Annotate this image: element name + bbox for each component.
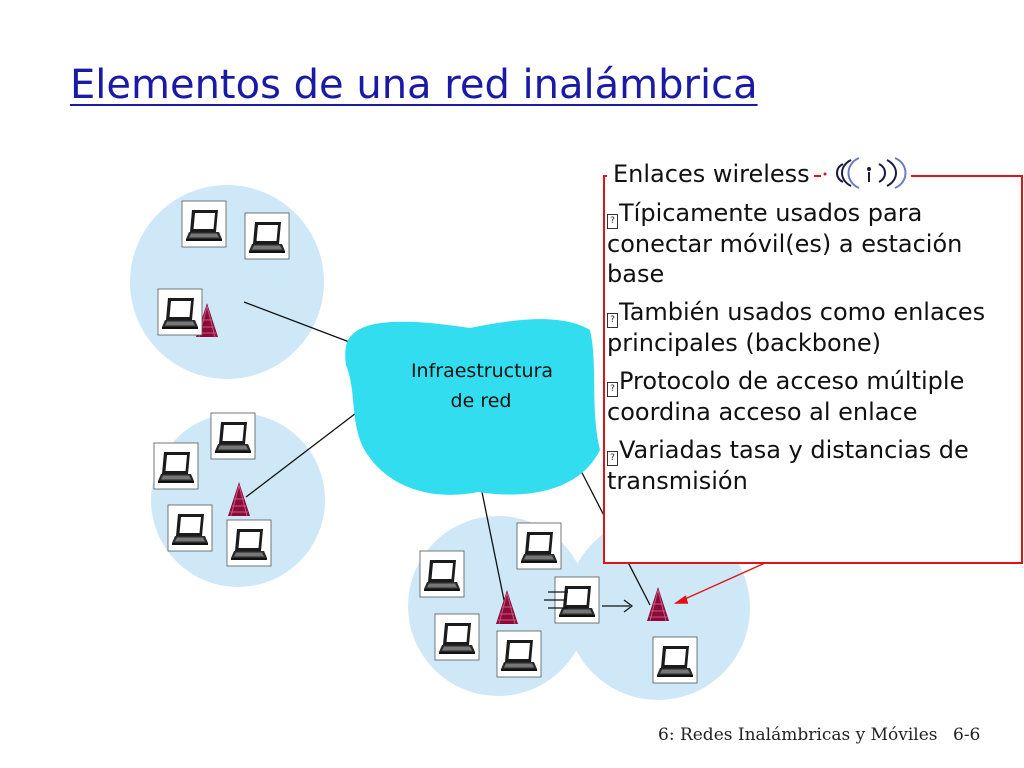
footer-chapter-label: 6: Redes Inalámbricas y Móviles <box>658 725 938 745</box>
wired-link-1 <box>243 301 353 344</box>
bullet-glyph: ? <box>607 451 618 466</box>
laptop-icon <box>244 212 290 260</box>
laptop-icon <box>434 613 480 661</box>
bullet-glyph: ? <box>607 313 618 328</box>
bullet-text: También usados como enlaces principales … <box>607 298 986 357</box>
slide-title: Elementos de una red inalámbrica <box>70 62 758 108</box>
cloud-label-line1: Infraestructura <box>411 360 553 382</box>
wired-link-3 <box>481 491 506 606</box>
callout-bullet: ?También usados como enlaces principales… <box>607 297 1019 358</box>
laptop-icon <box>181 200 227 248</box>
laptop-icon <box>153 442 199 490</box>
bullet-text: Típicamente usados para conectar móvil(e… <box>607 199 963 288</box>
callout-pointer-arrow <box>673 562 766 604</box>
motion-arrow <box>544 591 633 613</box>
bullet-glyph: ? <box>607 214 618 229</box>
callout-text: Enlaces wireless ?Típicamente usados par… <box>607 156 1019 496</box>
bullet-glyph: ? <box>607 382 618 397</box>
network-infrastructure-cloud <box>345 319 600 495</box>
cloud-label-line2: de red <box>451 390 512 412</box>
laptop-icon <box>652 636 698 684</box>
callout-heading: Enlaces wireless <box>607 159 814 189</box>
callout-box <box>603 175 1023 564</box>
footer-page-number: 6-6 <box>953 725 981 745</box>
wireless-cell-1 <box>130 185 324 379</box>
laptop-icon <box>496 630 542 678</box>
callout-bullet: ?Variadas tasa y distancias de transmisi… <box>607 435 1019 496</box>
laptop-icon <box>167 504 213 552</box>
bullet-text: Variadas tasa y distancias de transmisió… <box>607 436 969 495</box>
laptop-icon <box>419 550 465 598</box>
wireless-signal-icon <box>821 156 912 190</box>
laptop-icon <box>516 522 562 570</box>
laptop-icon <box>210 412 256 460</box>
wired-link-2 <box>245 409 361 498</box>
callout-bullet: ?Típicamente usados para conectar móvil(… <box>607 198 1019 289</box>
laptop-icon <box>157 288 203 336</box>
callout-bullet: ?Protocolo de acceso múltiple coordina a… <box>607 366 1019 427</box>
callout-heading-row: Enlaces wireless <box>607 156 1019 190</box>
laptop-icon <box>226 519 272 567</box>
bullet-text: Protocolo de acceso múltiple coordina ac… <box>607 367 965 426</box>
